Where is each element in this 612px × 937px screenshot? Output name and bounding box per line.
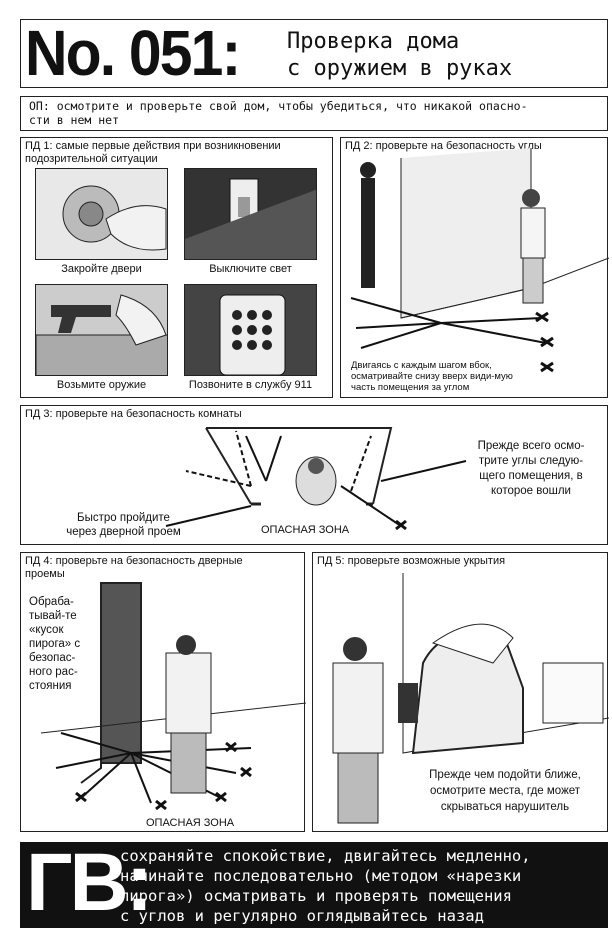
- issue-number: No. 051:: [25, 17, 241, 89]
- panel-note: Прежде чем подойти ближе, осмотрите мест…: [429, 769, 581, 813]
- caption-close-doors: Закройте двери: [61, 263, 142, 275]
- panel-title: ПД 5: проверьте возможные укрытия: [317, 555, 506, 567]
- panel-1: ПД 1: самые первые действия при возникно…: [20, 137, 333, 398]
- light-switch-illustration: [184, 168, 317, 260]
- caption-call-911: Позвоните в службу 911: [188, 379, 313, 391]
- objective: ОП: осмотрите и проверьте свой дом, чтоб…: [20, 96, 608, 131]
- doorway-check-illustration: [40, 582, 306, 811]
- panel-3: ПД 3: проверьте на безопасность комнаты …: [20, 405, 608, 545]
- title-line-2: с оружием в руках: [287, 56, 513, 81]
- caption-take-weapon: Возьмите оружие: [56, 379, 147, 391]
- panel-title: ПД 4: проверьте на безопасность дверные …: [25, 555, 243, 580]
- panel-note: Обраба-тывай-те «кусок пирога» с безопас…: [29, 596, 81, 692]
- panel-2: ПД 2: проверьте на безопасность углы Дви…: [340, 137, 609, 398]
- door-lock-illustration: [35, 168, 168, 260]
- panel-5: ПД 5: проверьте возможные укрытия Прежде…: [312, 552, 609, 832]
- gun-drawer-illustration: [35, 284, 168, 376]
- title-box: No. 051: Проверка дома с оружием в руках: [20, 17, 608, 89]
- danger-zone-label: ОПАСНАЯ ЗОНА: [261, 524, 350, 536]
- panel-title: ПД 1: самые первые действия при возникно…: [25, 140, 281, 165]
- bottom-line-box: ГВ: сохраняйте спокойствие, двигайтесь м…: [20, 837, 608, 928]
- caption-turn-off-lights: Выключите свет: [209, 263, 292, 275]
- page-title: Проверка дома с оружием в руках: [287, 28, 512, 82]
- note-check-corners: Прежде всего осмо-трите углы следую-щего…: [477, 440, 585, 497]
- phone-illustration: [184, 284, 317, 376]
- cover-check-illustration: [332, 573, 609, 824]
- corner-check-illustration: [350, 148, 609, 373]
- panel-note: Двигаясь с каждым шагом вбок, осматривай…: [351, 360, 513, 393]
- danger-zone-label: ОПАСНАЯ ЗОНА: [146, 817, 235, 829]
- room-entry-illustration: [165, 427, 467, 531]
- note-pass-doorway: Быстро пройдите через дверной проем: [66, 512, 181, 538]
- title-line-1: Проверка дома: [287, 29, 460, 54]
- panel-4: ПД 4: проверьте на безопасность дверные …: [20, 552, 306, 832]
- bottom-line-text: сохраняйте спокойствие, двигайтесь медле…: [120, 847, 531, 925]
- panel-title: ПД 3: проверьте на безопасность комнаты: [25, 408, 242, 420]
- bottom-line-label: ГВ:: [26, 837, 153, 928]
- panel-title: ПД 2: проверьте на безопасность углы: [345, 140, 542, 152]
